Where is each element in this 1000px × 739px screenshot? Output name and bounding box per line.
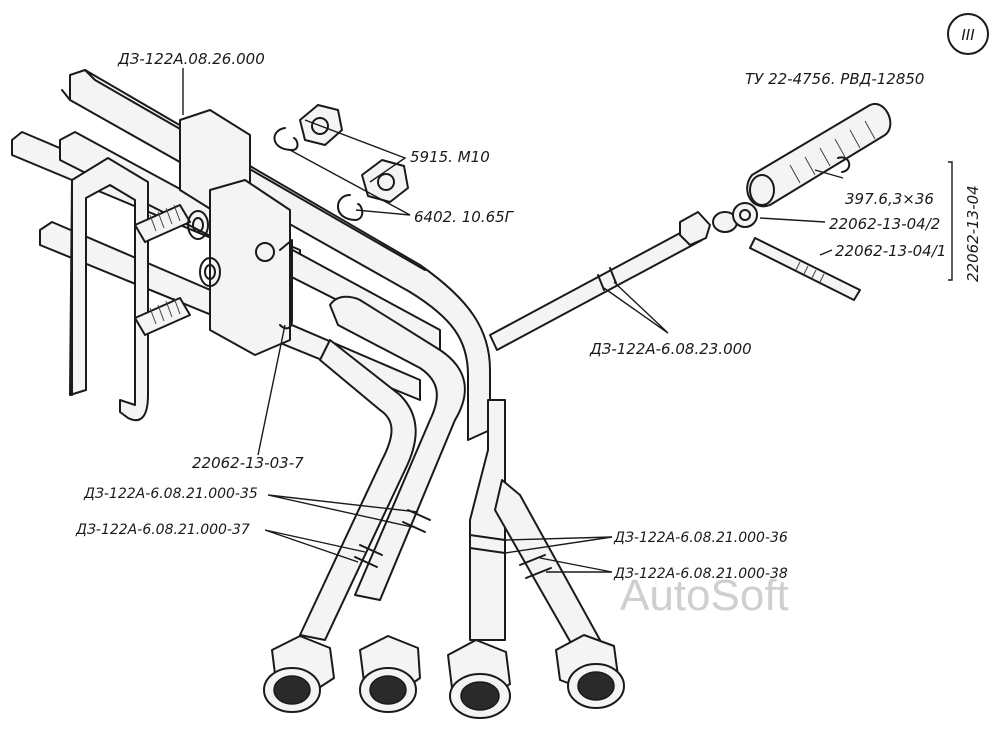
label-tube-38: ДЗ-122А-6.08.21.000-38 — [613, 566, 788, 582]
label-part-04-1: 22062-13-04/1 — [835, 242, 946, 260]
hose-sleeve — [746, 102, 892, 208]
tube-nut-3 — [447, 639, 511, 719]
spring-washer-2 — [337, 194, 364, 221]
label-group-04: 22062-13-04 — [964, 185, 982, 282]
tube-38 — [494, 479, 601, 651]
label-washer: 6402. 10.65Г — [414, 208, 515, 226]
washer-on-bolt-upper — [187, 210, 209, 240]
label-hose-spec: ТУ 22-4756. РВД-12850 — [745, 70, 924, 88]
tube-nut-4 — [555, 634, 625, 709]
label-tube-23: ДЗ-122А-6.08.23.000 — [589, 340, 752, 358]
label-part-04-2: 22062-13-04/2 — [829, 215, 940, 233]
clamp-wire — [279, 239, 293, 330]
clamp-plate-front — [209, 179, 291, 356]
bolt-lower — [134, 297, 191, 336]
hose-fitting — [712, 202, 758, 233]
hook-bracket — [69, 157, 149, 422]
label-tube-37: ДЗ-122А-6.08.21.000-37 — [75, 522, 250, 538]
label-nut-m10: 5915. М10 — [410, 148, 490, 166]
spring-washer-1 — [273, 127, 299, 151]
bolt-upper — [134, 204, 191, 243]
label-tube-36: ДЗ-122А-6.08.21.000-36 — [613, 530, 788, 546]
nut-1 — [299, 104, 343, 146]
leader-lines — [182, 68, 953, 573]
tube-36 — [469, 399, 506, 641]
pressure-tube-23 — [489, 211, 711, 351]
tube-nut-1 — [263, 635, 335, 713]
watermark: AutoSoft — [620, 571, 789, 620]
sheet-number: III — [961, 26, 975, 44]
nut-2 — [361, 159, 409, 203]
label-clamp-03: 22062-13-03-7 — [192, 454, 304, 472]
label-tube-35: ДЗ-122А-6.08.21.000-35 — [83, 486, 258, 502]
tube-37 — [299, 339, 417, 641]
washer-on-bolt-lower — [199, 257, 221, 287]
flat-strip — [749, 237, 861, 301]
tube-nut-2 — [359, 635, 421, 713]
label-clip: 397.6,3×36 — [845, 190, 934, 208]
sheet-number-badge: III — [947, 13, 989, 55]
label-bracket-top: ДЗ-122А.08.26.000 — [117, 50, 265, 68]
